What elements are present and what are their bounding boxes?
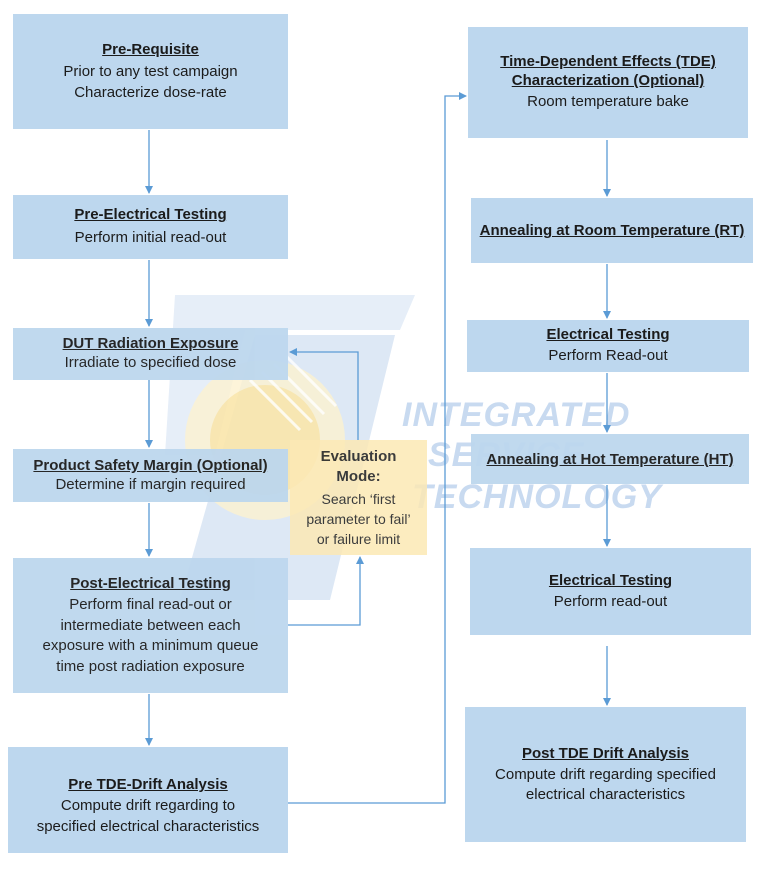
box-title: Pre TDE-Drift Analysis	[68, 776, 228, 793]
evaluation-title-line: Evaluation	[320, 447, 397, 465]
box-pre-requisite: Pre-Requisite Prior to any test campaign…	[13, 14, 288, 129]
box-title-line: Characterization (Optional)	[511, 72, 705, 90]
box-tde-characterization: Time-Dependent Effects (TDE) Characteriz…	[468, 27, 748, 138]
box-desc-line: electrical characteristics	[525, 786, 686, 803]
box-title: DUT Radiation Exposure	[62, 335, 239, 353]
box-desc-line: Characterize dose-rate	[74, 83, 227, 101]
box-title: Electrical Testing	[546, 326, 670, 344]
box-title-line: Time-Dependent Effects (TDE)	[500, 53, 716, 71]
box-title: Product Safety Margin (Optional)	[33, 456, 268, 474]
box-desc-line: Perform final read-out or	[69, 596, 232, 613]
box-annealing-hot-temperature: Annealing at Hot Temperature (HT)	[471, 434, 749, 484]
box-post-tde-drift-analysis: Post TDE Drift Analysis Compute drift re…	[465, 707, 746, 842]
evaluation-mode-box: Evaluation Mode: Search ‘first parameter…	[290, 440, 427, 555]
box-desc-line: exposure with a minimum queue	[42, 637, 259, 654]
box-desc-line: Perform initial read-out	[74, 229, 227, 247]
box-electrical-testing-2: Electrical Testing Perform read-out	[470, 548, 751, 635]
box-electrical-testing-1: Electrical Testing Perform Read-out	[467, 320, 749, 372]
evaluation-desc-line: Search ‘first	[321, 490, 396, 507]
watermark-line-3: TECHNOLOGY	[412, 478, 662, 516]
box-post-electrical-testing: Post-Electrical Testing Perform final re…	[13, 558, 288, 693]
box-desc-line: Compute drift regarding to	[60, 797, 236, 814]
box-title: Pre-Requisite	[102, 41, 199, 58]
box-title: Annealing at Room Temperature (RT)	[479, 222, 745, 239]
box-pre-tde-drift-analysis: Pre TDE-Drift Analysis Compute drift reg…	[8, 747, 288, 853]
box-title: Post-Electrical Testing	[70, 575, 231, 592]
box-product-safety-margin: Product Safety Margin (Optional) Determi…	[13, 449, 288, 502]
box-annealing-room-temperature: Annealing at Room Temperature (RT)	[471, 198, 753, 263]
box-title: Pre-Electrical Testing	[74, 206, 227, 224]
box-desc-line: intermediate between each	[60, 616, 241, 634]
box-title: Post TDE Drift Analysis	[522, 744, 689, 762]
box-dut-radiation-exposure: DUT Radiation Exposure Irradiate to spec…	[13, 328, 288, 380]
watermark-line-1: INTEGRATED	[402, 396, 631, 434]
arrow-postelec-to-eval	[288, 556, 364, 626]
box-title: Electrical Testing	[548, 571, 673, 589]
box-title: Annealing at Hot Temperature (HT)	[486, 450, 734, 468]
arrow-eval-to-dut	[289, 348, 359, 440]
arrow-pretde-to-tde	[288, 92, 467, 804]
box-desc-line: Prior to any test campaign	[63, 63, 238, 80]
box-desc-line: time post radiation exposure	[56, 657, 245, 675]
evaluation-desc-line: or failure limit	[316, 530, 401, 547]
evaluation-desc-line: parameter to fail’	[306, 510, 411, 527]
box-desc-line: Determine if margin required	[55, 475, 246, 493]
box-desc-line: specified electrical characteristics	[36, 817, 260, 835]
box-desc-line: Perform Read-out	[548, 347, 668, 365]
box-desc-line: Perform read-out	[553, 592, 668, 610]
box-desc-line: Room temperature bake	[527, 93, 689, 111]
box-desc-line: Irradiate to specified dose	[64, 354, 237, 372]
box-pre-electrical-testing: Pre-Electrical Testing Perform initial r…	[13, 195, 288, 259]
box-desc-line: Compute drift regarding specified	[495, 765, 716, 783]
evaluation-title-line: Mode:	[336, 467, 381, 485]
